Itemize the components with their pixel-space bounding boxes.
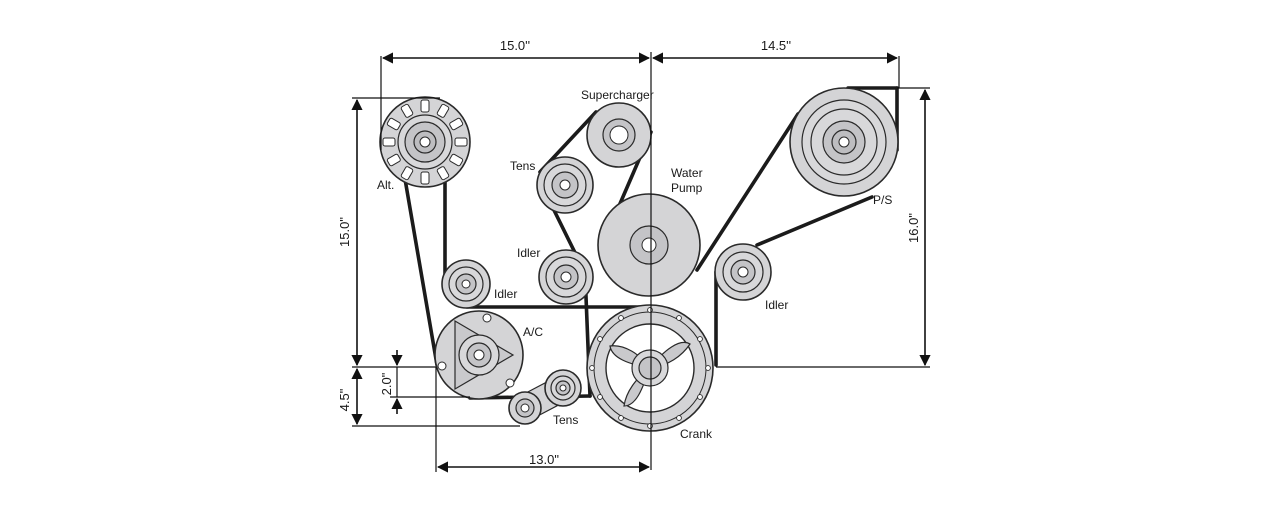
belt-alt-left: [398, 148, 439, 367]
power-steering-pulley: [789, 87, 899, 197]
center-idler-pulley: [538, 249, 594, 305]
label-alternator: Alt.: [377, 178, 394, 192]
dim-small-vertical: 2.0": [379, 372, 394, 395]
label-idler-right: Idler: [765, 298, 788, 312]
lower-tensioner-assembly: [508, 369, 582, 425]
dim-left-vertical: 15.0": [337, 217, 352, 247]
dim-top-left: 15.0'': [500, 38, 530, 53]
left-idler-pulley: [441, 259, 491, 309]
label-upper-tensioner: Tens: [510, 159, 535, 173]
label-lower-tensioner: Tens: [553, 413, 578, 427]
belt-ps-to-idler: [755, 195, 874, 247]
label-water-pump-line2: Pump: [671, 181, 703, 195]
label-crank: Crank: [680, 427, 713, 441]
crank-bolt-holes: [589, 307, 711, 429]
alternator-pulley: [379, 96, 471, 188]
label-power-steering: P/S: [873, 193, 892, 207]
upper-tensioner-pulley: [536, 156, 594, 214]
label-idler-left: Idler: [494, 287, 517, 301]
dimension-lines: [351, 52, 931, 473]
label-ac-compressor: A/C: [523, 325, 543, 339]
label-idler-center: Idler: [517, 246, 540, 260]
belt-wp-to-ps: [695, 112, 800, 272]
dim-bottom: 13.0": [529, 452, 559, 467]
dim-top-right: 14.5'': [761, 38, 791, 53]
dim-lower-vertical: 4.5": [337, 388, 352, 411]
water-pump-pulley: [597, 193, 701, 297]
right-idler-pulley: [714, 243, 772, 301]
crank-pulley: [586, 304, 714, 432]
supercharger-pulley: [586, 102, 652, 168]
dim-right-vertical: 16.0": [906, 213, 921, 243]
belts: [398, 86, 899, 400]
ac-compressor-pulley: [434, 310, 524, 400]
label-water-pump-line1: Water: [671, 166, 703, 180]
label-supercharger: Supercharger: [581, 88, 654, 102]
alternator-fan-vents: [382, 99, 468, 185]
